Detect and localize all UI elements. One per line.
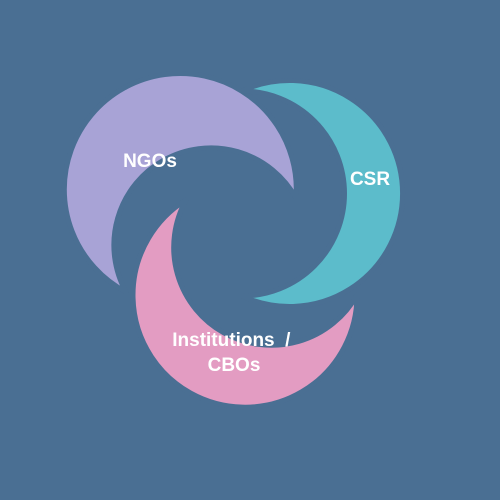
csr-label: CSR <box>350 169 390 190</box>
ngos-label-line: NGOs <box>123 151 177 172</box>
institutions-label: Institutions / CBOs <box>172 330 296 376</box>
ngos-segment <box>61 71 299 295</box>
csr-segment <box>239 78 406 309</box>
institutions-label-line-2: CBOs <box>208 355 261 376</box>
csr-label-line: CSR <box>350 169 390 190</box>
ngos-label: NGOs <box>123 151 177 172</box>
institutions-segment <box>130 197 360 410</box>
institutions-label-line-1: Institutions / <box>172 330 291 351</box>
